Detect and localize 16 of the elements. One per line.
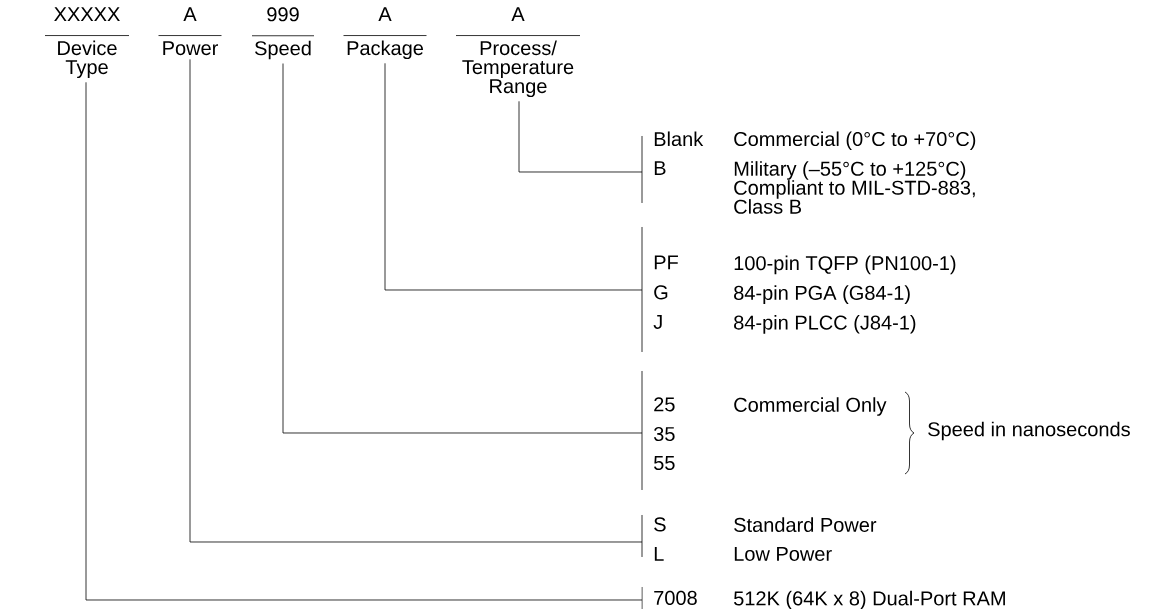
field-label: XXXXX Device Type bbox=[44, 7, 130, 79]
field-label: A Power bbox=[158, 7, 222, 56]
connector-line bbox=[189, 58, 643, 543]
field-label: A Package bbox=[343, 7, 427, 60]
connector-line bbox=[384, 62, 643, 291]
brace-label: Speed in nanoseconds bbox=[928, 421, 1130, 441]
field-label: 999 Speed bbox=[251, 7, 315, 60]
connector-line bbox=[85, 81, 643, 601]
connector-line bbox=[282, 63, 643, 434]
connector-line bbox=[518, 100, 643, 173]
option-list: S Standard Power L Low Power bbox=[641, 514, 877, 561]
option-list: PF 100-pin TQFP (PN100-1) G 84-pin PGA (G84-1) J 84-pin PLCC (J84-1) bbox=[641, 226, 956, 353]
field-label: A Process/ Temperature Range bbox=[455, 7, 581, 98]
option-list: 7008 512K (64K x 8) Dual-Port RAM bbox=[641, 586, 1005, 609]
option-list: Blank Commercial (0°C to +70°C) B Military (–55°C to +125°C) Compliant to MIL-STD-883, Class B bbox=[641, 131, 976, 214]
option-list: 25 Commercial Only 35 55 bbox=[641, 370, 887, 491]
